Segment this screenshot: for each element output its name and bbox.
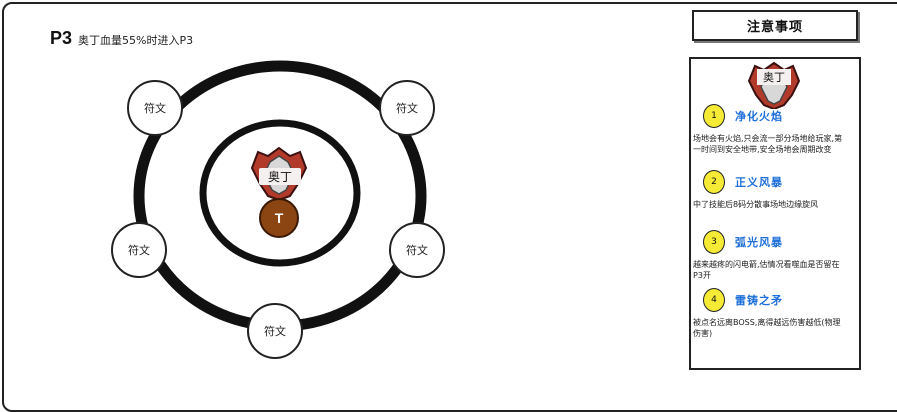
skill-number-badge: 4 xyxy=(703,288,725,312)
phase-label: P3 xyxy=(50,28,73,48)
rune-circle: 符文 xyxy=(389,222,445,278)
panel-boss-name: 奥丁 xyxy=(757,69,791,85)
skill-name: 雷铸之矛 xyxy=(735,294,783,307)
skill-description: 越来越疼的闪电箭,估情况看噬血是否留在P3开 xyxy=(693,260,840,280)
boss-name-label: 奥丁 xyxy=(259,168,301,185)
rune-circle: 符文 xyxy=(247,303,303,359)
phase-title: P3 奥丁血量55%时进入P3 xyxy=(50,28,193,49)
inner-ring xyxy=(199,119,361,267)
skill-item: 3 弧光风暴 越来越疼的闪电箭,估情况看噬血是否留在P3开 xyxy=(693,229,859,281)
phase-description: 奥丁血量55%时进入P3 xyxy=(78,34,194,47)
skill-description: 被点名远离BOSS,离得越远伤害越低(物理伤害) xyxy=(693,318,841,338)
rune-circle: 符文 xyxy=(111,222,167,278)
skill-description: 中了技能后8码分散事场地边缘旋风 xyxy=(693,200,819,209)
skill-name: 弧光风暴 xyxy=(735,236,783,249)
skill-number-badge: 3 xyxy=(703,230,725,254)
skill-number-badge: 2 xyxy=(703,170,725,194)
skill-name: 正义风暴 xyxy=(735,176,783,189)
skill-item: 4 雷铸之矛 被点名远离BOSS,离得越远伤害越低(物理伤害) xyxy=(693,287,859,339)
notes-panel: 奥丁 1 净化火焰 场地会有火焰,只会流一部分场地给玩家,第一时间到安全地带,安… xyxy=(689,57,861,370)
skill-item: 2 正义风暴 中了技能后8码分散事场地边缘旋风 xyxy=(693,169,859,210)
rune-circle: 符文 xyxy=(379,80,435,136)
notes-title: 注意事项 xyxy=(692,10,858,41)
tank-marker: T xyxy=(259,198,299,238)
skill-number-badge: 1 xyxy=(703,104,725,128)
skill-description: 场地会有火焰,只会流一部分场地给玩家,第一时间到安全地带,安全场地会周期改变 xyxy=(693,134,843,154)
skill-item: 1 净化火焰 场地会有火焰,只会流一部分场地给玩家,第一时间到安全地带,安全场地… xyxy=(693,103,859,155)
rune-circle: 符文 xyxy=(127,80,183,136)
skill-name: 净化火焰 xyxy=(735,110,783,123)
